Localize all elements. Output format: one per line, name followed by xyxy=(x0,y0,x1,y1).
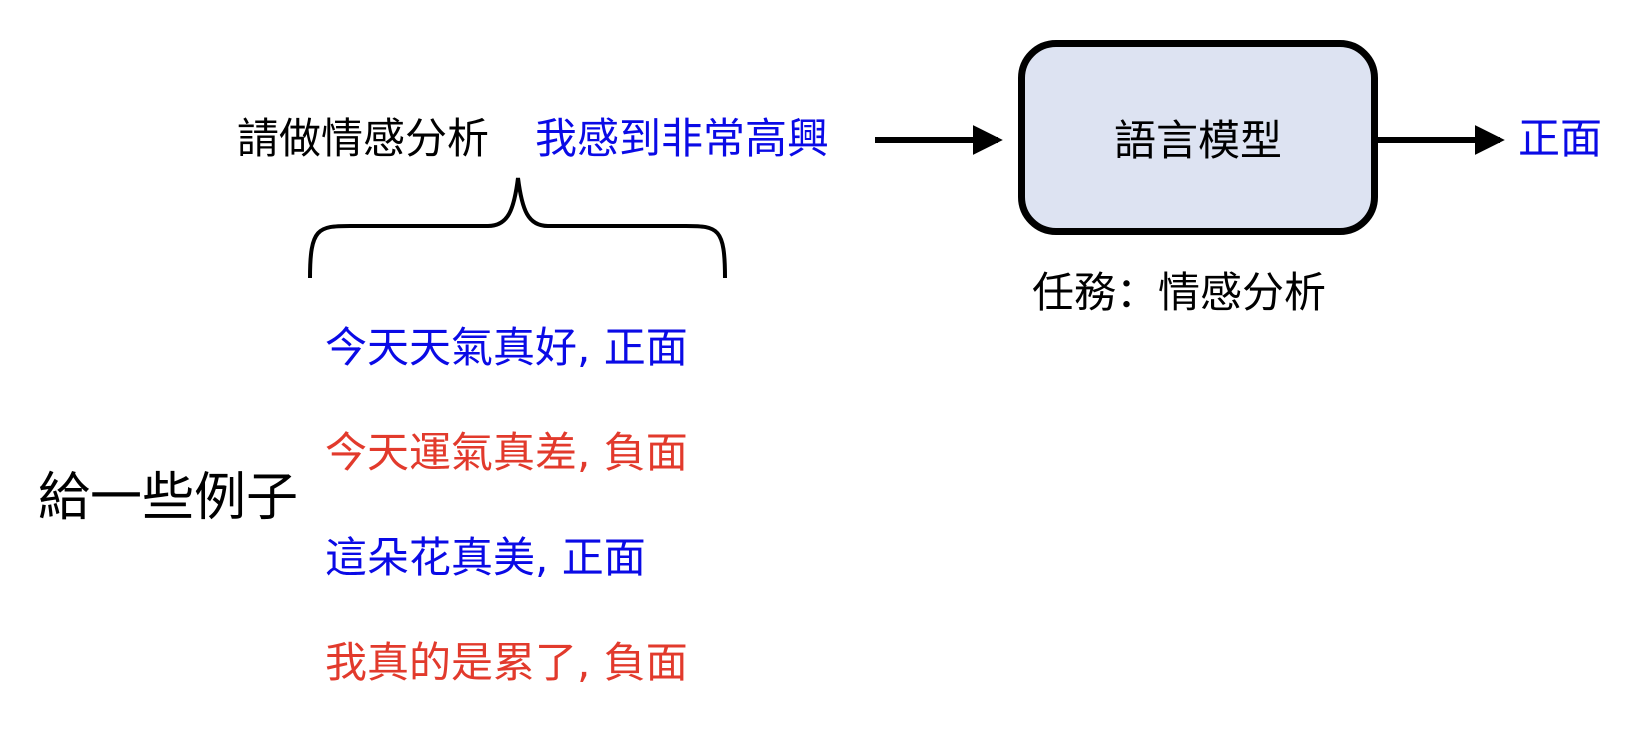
example-item: 這朵花真美, 正面 xyxy=(325,533,646,582)
example-item: 今天運氣真差, 負面 xyxy=(325,428,688,477)
example-item: 今天天氣真好, 正面 xyxy=(325,323,688,372)
language-model-label: 語言模型 xyxy=(1113,116,1282,165)
task-label: 任務：情感分析 xyxy=(1032,268,1327,317)
examples-caption: 給一些例子 xyxy=(38,468,299,528)
instruction-text: 請做情感分析 xyxy=(237,114,490,163)
example-item: 我真的是累了, 負面 xyxy=(325,638,688,687)
language-model-box: 語言模型 xyxy=(1018,40,1378,235)
examples-brace xyxy=(308,177,727,279)
output-label: 正面 xyxy=(1518,114,1603,163)
input-sentence-text: 我感到非常高興 xyxy=(535,114,830,163)
